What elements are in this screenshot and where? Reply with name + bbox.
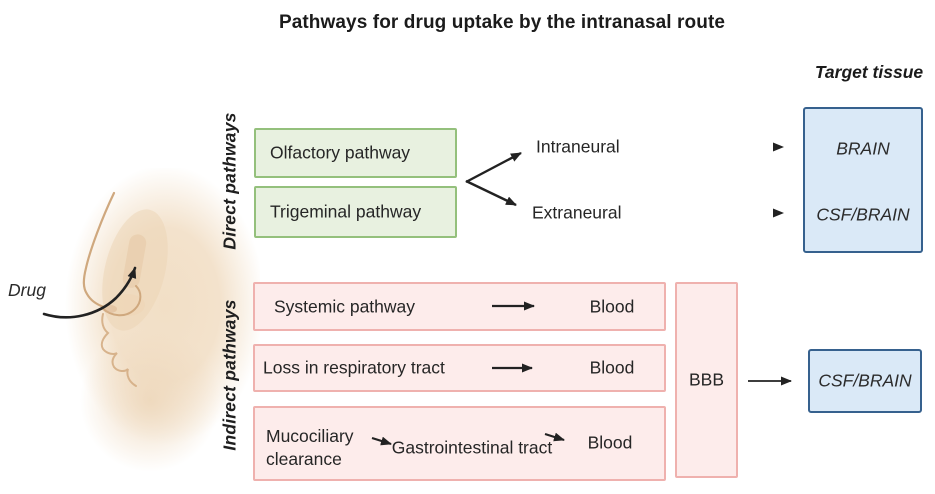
nostril-shadow <box>103 305 117 313</box>
respiratory-loss-row: Loss in respiratory tract Blood <box>253 344 666 392</box>
blood-label-respiratory: Blood <box>589 357 635 378</box>
extraneural-label: Extraneural <box>532 202 622 223</box>
branch-arrow-intraneural <box>465 151 522 184</box>
bbb-label: BBB <box>688 369 725 390</box>
jaw-skin-blob <box>80 328 220 472</box>
lips-chin-line <box>100 313 137 387</box>
branch-arrow-extraneural <box>465 179 517 207</box>
drug-label: Drug <box>8 280 46 300</box>
blood-label-mucociliary: Blood <box>587 432 633 453</box>
trigeminal-pathway-label: Trigeminal pathway <box>270 201 422 222</box>
direct-pathways-section-label: Direct pathways <box>219 112 240 250</box>
brain-label: BRAIN <box>836 138 890 159</box>
systemic-pathway-row: Systemic pathway Blood <box>253 282 666 331</box>
gastrointestinal-tract-label: Gastrointestinal tract <box>391 437 553 458</box>
csf-brain-indirect-label: CSF/BRAIN <box>818 370 912 391</box>
target-tissue-heading: Target tissue <box>814 62 924 82</box>
olfactory-pathway-box: Olfactory pathway <box>254 128 457 178</box>
systemic-pathway-label: Systemic pathway <box>274 296 416 316</box>
blood-label-systemic: Blood <box>589 296 635 316</box>
respiratory-loss-label: Loss in respiratory tract <box>263 357 445 378</box>
mucociliary-clearance-row: Mucociliary clearance Gastrointestinal t… <box>253 406 666 481</box>
mucociliary-clearance-label: Mucociliary clearance <box>266 426 354 469</box>
blood-brain-barrier-box: BBB <box>675 282 738 478</box>
target-tissue-box-indirect: CSF/BRAIN <box>808 349 922 413</box>
diagram-title: Pathways for drug uptake by the intranas… <box>278 12 726 33</box>
target-tissue-box-direct: BRAIN CSF/BRAIN <box>803 107 923 253</box>
csf-brain-label: CSF/BRAIN <box>816 204 910 225</box>
intraneural-label: Intraneural <box>536 136 620 157</box>
trigeminal-pathway-box: Trigeminal pathway <box>254 186 457 238</box>
indirect-pathways-section-label: Indirect pathways <box>219 299 240 451</box>
olfactory-pathway-label: Olfactory pathway <box>270 142 411 163</box>
